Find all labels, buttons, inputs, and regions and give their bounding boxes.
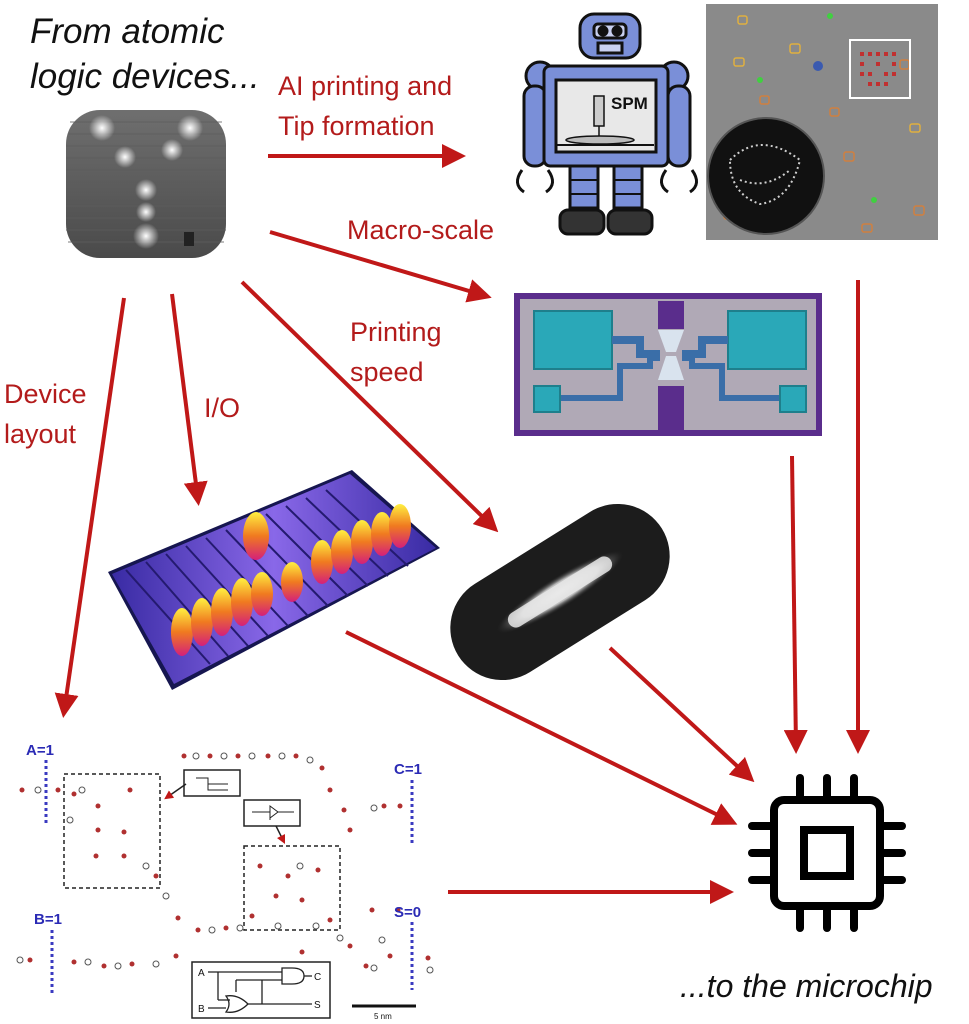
arrow-device-layout — [54, 297, 126, 718]
gate-a-label: A — [198, 968, 205, 979]
title-start-line1: From atomic — [30, 12, 225, 51]
label-device-layout-line2: layout — [4, 419, 77, 449]
arrow-printing-speed — [240, 280, 499, 533]
label-ai-printing-line2: Tip formation — [278, 111, 435, 141]
arrow-from-io — [345, 630, 738, 825]
output-c-label: C=1 — [394, 761, 422, 778]
title-start-line2: logic devices... — [30, 57, 260, 96]
io-3d-surface-image — [108, 470, 440, 690]
arrow-io — [170, 293, 208, 506]
device-layout-diagram — [16, 752, 434, 1019]
input-b-label: B=1 — [34, 911, 62, 928]
output-s-label: S=0 — [394, 904, 421, 921]
label-printing-speed-line2: speed — [350, 357, 424, 387]
label-device-layout-line1: Device — [4, 379, 87, 409]
arrow-from-macro — [783, 455, 808, 754]
label-ai-printing-line1: AI printing and — [278, 71, 453, 101]
gate-b-label: B — [198, 1004, 205, 1015]
arrow-from-pill — [608, 646, 755, 783]
macro-scale-device-image — [514, 293, 822, 436]
gate-s-label: S — [314, 1000, 321, 1011]
robot-icon — [516, 12, 698, 236]
label-printing-speed-line1: Printing — [350, 317, 442, 347]
label-macro-scale: Macro-scale — [347, 215, 495, 245]
input-a-label: A=1 — [26, 742, 54, 759]
arrow-macro-scale — [269, 230, 492, 303]
printing-speed-wire-image — [450, 503, 670, 681]
atomic-device-stm-image — [66, 110, 226, 258]
tip-formation-surface-image — [706, 4, 938, 240]
robot-screen-text: SPM — [611, 94, 648, 113]
flow-arrows — [54, 144, 870, 904]
title-end: ...to the microchip — [680, 968, 933, 1004]
gate-c-label: C — [314, 972, 321, 983]
microchip-icon — [748, 774, 906, 932]
label-io: I/O — [204, 393, 241, 423]
scale-bar-label: 5 nm — [374, 1012, 392, 1021]
